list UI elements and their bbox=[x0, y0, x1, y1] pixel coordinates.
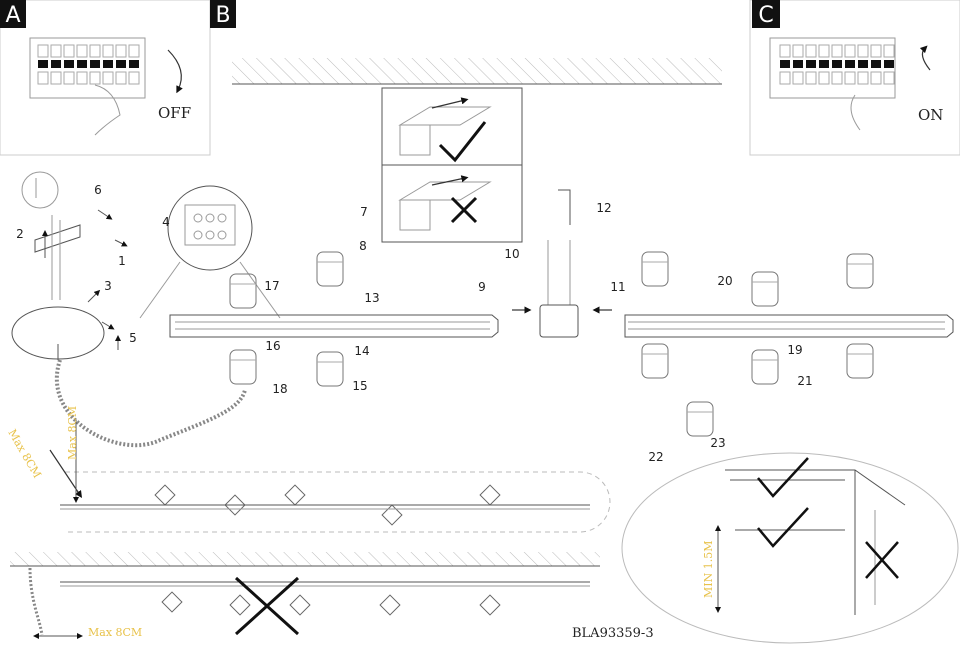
terminal-block-detail bbox=[139, 185, 281, 319]
off-arrow-icon bbox=[167, 49, 183, 94]
mini-spotlight bbox=[284, 484, 306, 506]
step-number: 3 bbox=[104, 279, 112, 293]
step-number: 16 bbox=[265, 339, 280, 353]
step-number: 4 bbox=[162, 215, 170, 229]
mounting-clearance-oval: MIN 1.5M bbox=[621, 452, 959, 644]
track-rail-left bbox=[169, 314, 499, 338]
correct-check-icon bbox=[438, 121, 487, 163]
step-number: 20 bbox=[717, 274, 732, 288]
step-number: 22 bbox=[648, 450, 663, 464]
correct-installation-view: Max 8CM Max 8CM bbox=[5, 406, 611, 533]
step-number: 23 bbox=[710, 436, 725, 450]
breaker-box-off bbox=[29, 37, 146, 136]
spotlight-heads bbox=[154, 251, 874, 616]
on-label: ON bbox=[918, 106, 943, 124]
on-arrow-icon bbox=[919, 45, 931, 71]
step-number: 18 bbox=[272, 382, 287, 396]
wall-check-icon bbox=[757, 507, 809, 548]
mini-spotlight bbox=[479, 594, 501, 616]
step-number: 12 bbox=[596, 201, 611, 215]
spotlight-head bbox=[751, 349, 779, 385]
wrong-installation-view: Max 8CM bbox=[10, 552, 600, 639]
vertical-cross-icon bbox=[865, 541, 899, 579]
dimension-max-8cm-diagonal: Max 8CM bbox=[5, 427, 43, 480]
spotlight-head bbox=[751, 271, 779, 307]
step-number: 15 bbox=[352, 379, 367, 393]
step-number: 13 bbox=[364, 291, 379, 305]
incorrect-cross-icon bbox=[450, 196, 478, 224]
wrong-cross-icon bbox=[234, 576, 300, 636]
panel-c-letter: C bbox=[758, 3, 773, 28]
step-number: 10 bbox=[504, 247, 519, 261]
panel-a-label-bg bbox=[0, 0, 26, 28]
dimension-max-8cm-bottom: Max 8CM bbox=[88, 626, 142, 639]
step-number: 21 bbox=[797, 374, 812, 388]
rail-connection-inset bbox=[381, 87, 523, 243]
spotlight-head bbox=[641, 343, 669, 379]
panel-c-label-bg bbox=[752, 0, 780, 28]
dimension-max-8cm-vertical: Max 8CM bbox=[66, 406, 79, 460]
step-number: 8 bbox=[359, 239, 367, 253]
step-number: 1 bbox=[118, 254, 126, 268]
step-number: 14 bbox=[354, 344, 369, 358]
ceiling-hatch-top bbox=[232, 58, 722, 85]
panel-a: A OFF bbox=[0, 0, 211, 156]
ceiling-check-icon bbox=[757, 457, 809, 498]
screwdriver-bubble-icon bbox=[21, 171, 59, 209]
mini-spotlight bbox=[224, 494, 246, 516]
breaker-box-on bbox=[769, 37, 896, 131]
step-number: 11 bbox=[610, 280, 625, 294]
step-number: 6 bbox=[94, 183, 102, 197]
off-label: OFF bbox=[158, 104, 191, 122]
spotlight-head bbox=[229, 349, 257, 385]
track-rail-right bbox=[624, 314, 954, 338]
model-code: BLA93359-3 bbox=[572, 626, 654, 641]
mini-spotlight bbox=[479, 484, 501, 506]
spotlight-head bbox=[316, 351, 344, 387]
mini-spotlight bbox=[381, 504, 403, 526]
step-number: 19 bbox=[787, 343, 802, 357]
mini-spotlight bbox=[154, 484, 176, 506]
panel-a-letter: A bbox=[5, 3, 20, 28]
mini-spotlight bbox=[379, 594, 401, 616]
spotlight-head bbox=[316, 251, 344, 287]
spotlight-head bbox=[641, 251, 669, 287]
suspension-cable bbox=[55, 359, 247, 448]
step-number: 9 bbox=[478, 280, 486, 294]
spotlight-head bbox=[846, 253, 874, 289]
dimension-min-1-5m: MIN 1.5M bbox=[702, 541, 715, 599]
spotlight-head bbox=[686, 401, 714, 437]
mini-spotlight bbox=[289, 594, 311, 616]
step-number: 7 bbox=[360, 205, 368, 219]
panel-b-label-bg bbox=[210, 0, 236, 28]
panel-b-letter: B bbox=[215, 3, 230, 28]
mini-spotlight bbox=[229, 594, 251, 616]
step-number: 17 bbox=[264, 279, 279, 293]
canopy-assembly bbox=[11, 171, 247, 448]
spotlight-head bbox=[229, 273, 257, 309]
mini-spotlight bbox=[161, 591, 183, 613]
step-number: 5 bbox=[129, 331, 137, 345]
spotlight-head bbox=[846, 343, 874, 379]
panel-c: C ON bbox=[749, 0, 960, 156]
feed-connector bbox=[512, 189, 612, 338]
step-number: 2 bbox=[16, 227, 24, 241]
